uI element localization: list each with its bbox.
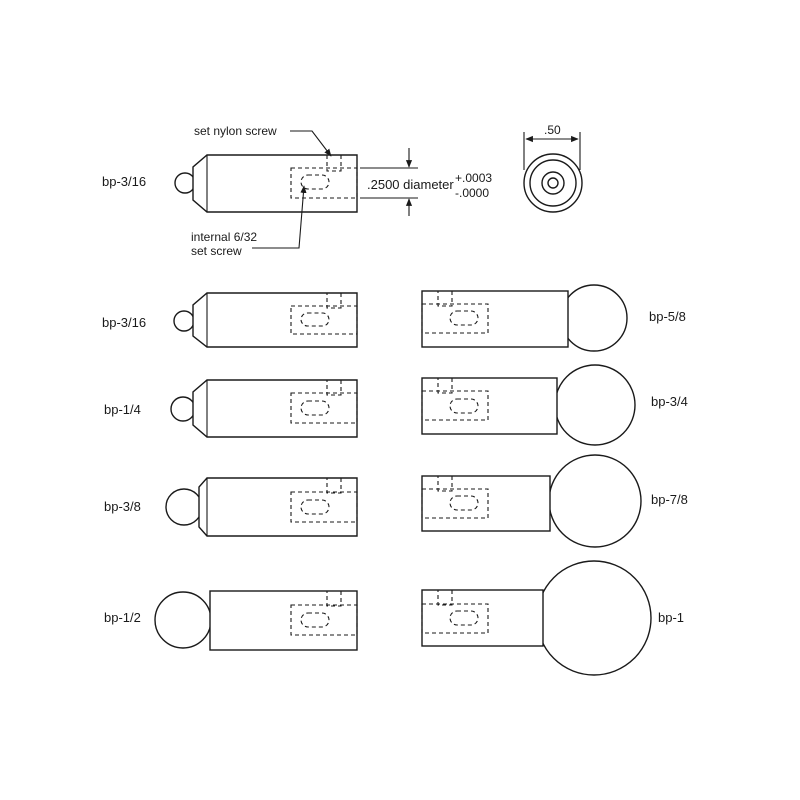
internal-bore-hidden <box>421 603 489 634</box>
callout-nylon-leader <box>290 130 332 157</box>
internal-bore-hidden <box>290 392 358 424</box>
ball-tip <box>536 560 652 676</box>
set-screw-hidden <box>300 499 330 515</box>
part-label: bp-3/8 <box>104 499 141 514</box>
detail-pin <box>174 154 358 213</box>
nylon-screw-hidden <box>326 477 342 494</box>
pin-body <box>198 477 358 537</box>
callout-nylon-text: set nylon screw <box>194 124 277 138</box>
ball-tip <box>170 396 196 422</box>
set-screw-hidden <box>300 612 330 628</box>
part-label: bp-3/16 <box>102 315 146 330</box>
internal-bore-hidden <box>290 305 358 335</box>
callout-internal-text-1: internal 6/32 <box>191 230 257 244</box>
internal-bore-hidden <box>290 491 358 523</box>
nylon-screw-hidden <box>437 377 453 394</box>
ball-tip <box>548 454 642 548</box>
pin-body <box>192 154 358 213</box>
set-screw-hidden <box>449 398 479 414</box>
set-screw-hidden <box>300 312 330 327</box>
nylon-screw-hidden <box>437 290 453 307</box>
internal-bore-hidden <box>421 303 489 334</box>
diameter-dimension-text: .2500 diameter <box>367 177 454 192</box>
nylon-screw-hidden <box>326 292 342 309</box>
part-bp-5-8: bp-5/8 <box>421 284 686 352</box>
internal-bore-hidden <box>421 390 489 421</box>
end-view-width-text: .50 <box>544 123 561 137</box>
ball-tip <box>174 172 196 194</box>
detail-view: bp-3/16 set nylon screw internal 6/32 se… <box>102 123 583 258</box>
part-bp-3-4: bp-3/4 <box>421 364 688 446</box>
part-bp-1: bp-1 <box>421 560 684 676</box>
callout-internal-text-2: set screw <box>191 244 242 258</box>
part-label: bp-1/2 <box>104 610 141 625</box>
end-view-hole-circle <box>547 177 559 189</box>
ball-tip <box>154 591 212 649</box>
part-label: bp-7/8 <box>651 492 688 507</box>
part-label: bp-3/4 <box>651 394 688 409</box>
pin-body <box>421 475 551 532</box>
nylon-screw-hidden <box>326 590 342 607</box>
set-screw-hidden <box>300 400 330 416</box>
part-bp-1-4: bp-1/4 <box>104 379 358 438</box>
pin-body <box>209 590 358 651</box>
part-bp-1-2: bp-1/2 <box>104 590 358 651</box>
part-bp-7-8: bp-7/8 <box>421 454 688 548</box>
part-bp-3-16: bp-3/16 <box>102 292 358 348</box>
pin-body <box>192 379 358 438</box>
tolerance-plus-text: +.0003 <box>455 171 492 185</box>
pin-body <box>421 290 569 348</box>
set-screw-hidden <box>449 310 479 326</box>
internal-bore-hidden <box>290 604 358 636</box>
detail-part-label: bp-3/16 <box>102 174 146 189</box>
nylon-screw-hidden <box>437 589 453 606</box>
ball-tip <box>554 364 636 446</box>
nylon-screw-hidden <box>326 379 342 396</box>
part-label: bp-1/4 <box>104 402 141 417</box>
set-screw-hidden <box>449 495 479 511</box>
part-label: bp-1 <box>658 610 684 625</box>
nylon-screw-hidden <box>437 475 453 492</box>
pin-body <box>421 377 558 435</box>
pin-body <box>192 292 358 348</box>
set-screw-hidden <box>300 174 330 190</box>
pin-body <box>421 589 544 647</box>
ball-tip <box>165 488 203 526</box>
internal-bore-hidden <box>421 488 489 519</box>
set-screw-hidden <box>449 610 479 626</box>
ball-tip <box>173 310 195 332</box>
part-bp-3-8: bp-3/8 <box>104 477 358 537</box>
end-view: .50 <box>523 123 583 213</box>
ball-tip <box>560 284 628 352</box>
callout-internal-leader <box>252 185 307 249</box>
nylon-screw-hidden <box>326 154 342 172</box>
internal-bore-hidden <box>290 167 358 199</box>
tolerance-minus-text: -.0000 <box>455 186 489 200</box>
part-label: bp-5/8 <box>649 309 686 324</box>
